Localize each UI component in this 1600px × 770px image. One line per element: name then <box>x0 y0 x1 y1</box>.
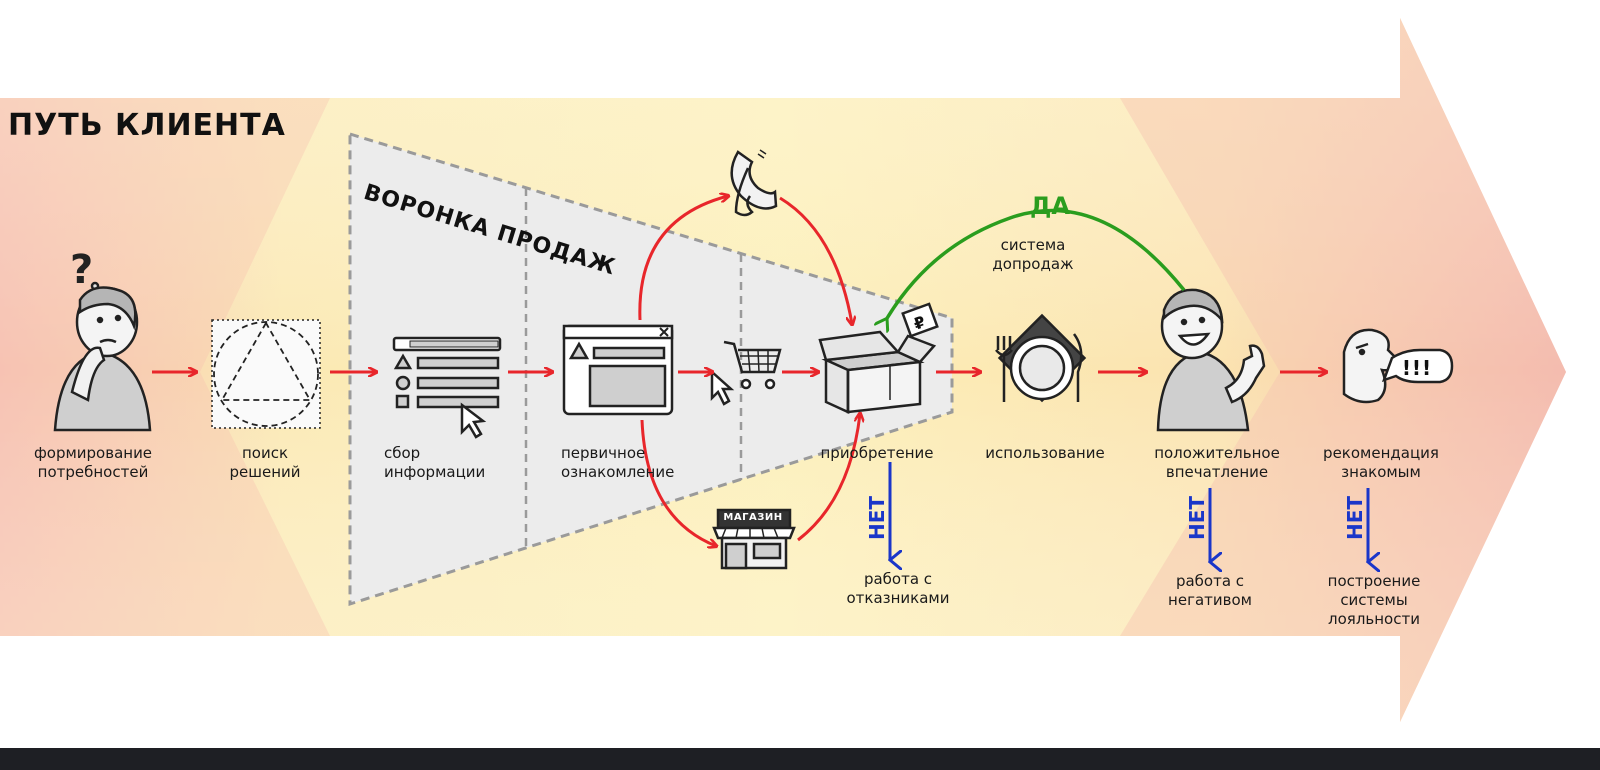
shop-sign: МАГАЗИН <box>723 512 783 523</box>
negative-action-purchase: работа с отказниками <box>846 570 950 607</box>
no-label-recommend: НЕТ <box>1343 495 1367 541</box>
no-label-purchase: НЕТ <box>865 495 889 541</box>
price-tag-icon: ₽ <box>901 302 939 338</box>
plate-fork-knife-icon <box>995 313 1087 403</box>
flow-arrow-to-phone <box>638 196 728 321</box>
no-label-positive: НЕТ <box>1185 495 1209 541</box>
shouting-face-icon <box>1342 328 1454 404</box>
speech-bubble-icon <box>1381 348 1454 384</box>
flow-arrow-shop-to-box <box>797 414 860 542</box>
upsell-label: система допродаж <box>992 236 1074 273</box>
shop-icon <box>712 508 796 570</box>
shopping-cart-icon <box>710 340 782 406</box>
stage-label-purchase: приобретение <box>820 444 934 462</box>
stage-label-positive: положительное впечатление <box>1154 444 1280 481</box>
phone-icon <box>730 149 778 217</box>
search-circle-triangle-icon <box>211 319 321 429</box>
stage-label-usage: использование <box>985 444 1105 462</box>
negative-action-recommend: построение системы лояльности <box>1327 572 1421 628</box>
upsell-feedback-arrow <box>886 208 1186 320</box>
browser-window-icon <box>562 324 674 416</box>
flow-arrow-to-shop <box>640 419 716 546</box>
stage-label-need: формирование потребностей <box>33 444 153 481</box>
happy-man-thumbs-up-icon <box>1156 288 1266 432</box>
stage-label-intro: первичное ознакомление <box>561 444 675 481</box>
flow-arrows <box>152 196 1326 546</box>
thinking-man-icon: ? <box>53 247 152 432</box>
yes-label: ДА <box>1030 192 1070 220</box>
box-icon: ₽ <box>818 302 939 414</box>
stage-label-recommend: рекомендация знакомым <box>1323 444 1439 481</box>
stage-label-info: сбор информации <box>384 444 486 481</box>
bottom-bar <box>0 748 1600 770</box>
diagram-title: ПУТЬ КЛИЕНТА <box>8 108 286 143</box>
no-arrows <box>890 462 1368 562</box>
svg-text:?: ? <box>70 247 93 293</box>
flow-arrow-phone-to-box <box>779 196 852 324</box>
speech-text: !!! <box>1401 356 1433 380</box>
negative-action-positive: работа с негативом <box>1168 572 1252 609</box>
stage-label-search: поиск решений <box>229 444 301 481</box>
form-list-icon <box>392 336 502 439</box>
